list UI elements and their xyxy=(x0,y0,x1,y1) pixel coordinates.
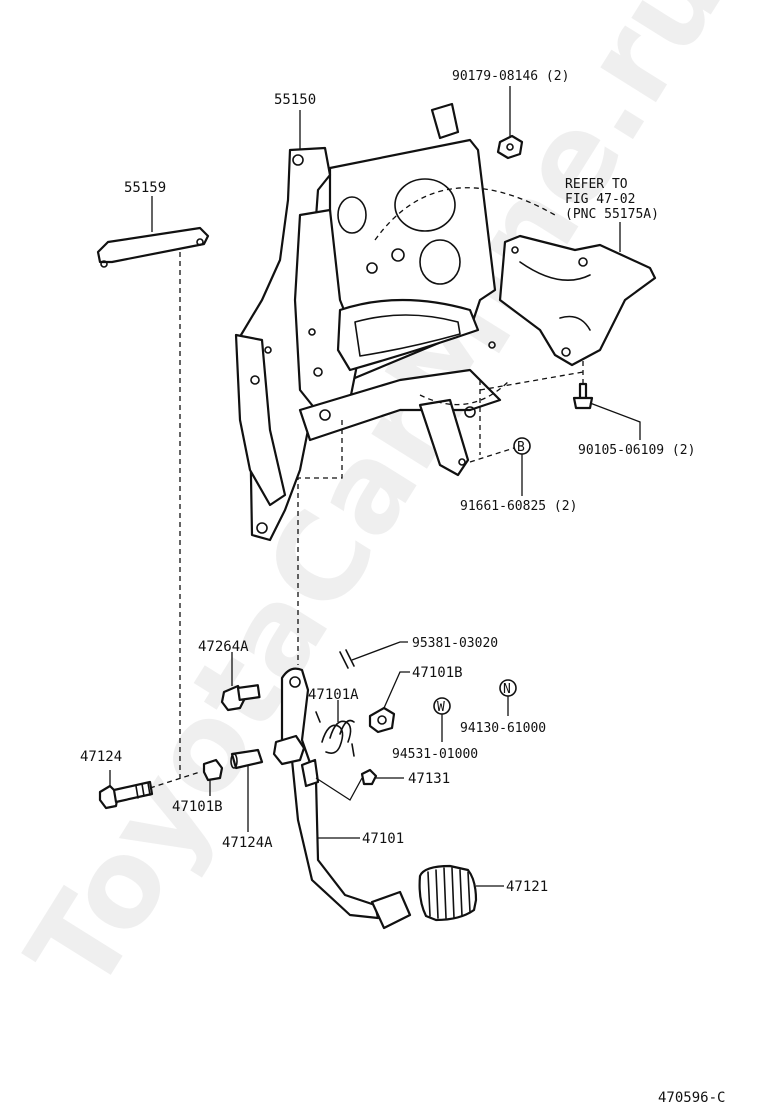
label-47101a: 47101A xyxy=(308,687,359,703)
collar-47124a xyxy=(230,748,264,770)
refer-line3: (PNC 55175A) xyxy=(565,207,659,222)
screw-47131 xyxy=(360,768,378,786)
brake-pedal-bracket xyxy=(234,102,502,542)
label-90179: 90179-08146 (2) xyxy=(452,69,569,84)
label-55159: 55159 xyxy=(124,180,166,196)
label-91661: 91661-60825 (2) xyxy=(460,499,577,514)
nut-90179 xyxy=(496,134,524,160)
bushing-47101b-upper xyxy=(368,706,396,734)
label-94531: 94531-01000 xyxy=(392,747,478,762)
label-90105: 90105-06109 (2) xyxy=(578,443,695,458)
symbol-b: B xyxy=(517,440,525,455)
reference-arc xyxy=(374,187,556,241)
label-47121: 47121 xyxy=(506,879,548,895)
label-47101: 47101 xyxy=(362,831,404,847)
label-47101b-bottom: 47101B xyxy=(172,799,223,815)
symbol-n: N xyxy=(503,682,511,697)
pedal-pad-47121 xyxy=(418,864,478,922)
symbol-w: W xyxy=(437,700,445,715)
label-47101b-top: 47101B xyxy=(412,665,463,681)
label-55150: 55150 xyxy=(274,92,316,108)
return-spring-47101a xyxy=(315,711,355,757)
label-47131: 47131 xyxy=(408,771,450,787)
watermark-text: ToyotaCarMine.ru xyxy=(2,0,752,1015)
label-94130: 94130-61000 xyxy=(460,721,546,736)
pivot-bolt-47264a xyxy=(220,684,261,712)
reference-arc-lower xyxy=(419,379,511,406)
brake-pedal-lever xyxy=(272,667,412,930)
clip-pin-95381 xyxy=(339,649,355,669)
figure-id: 470596-C xyxy=(658,1090,725,1106)
bushing-47101b-lower xyxy=(202,758,224,782)
pedal-support-bracket xyxy=(498,234,657,367)
label-47124a: 47124A xyxy=(222,835,273,851)
label-47264a: 47264A xyxy=(198,639,249,655)
pedal-stopper-pad xyxy=(96,226,210,268)
label-47124: 47124 xyxy=(80,749,122,765)
bolt-90105 xyxy=(572,382,594,410)
label-95381: 95381-03020 xyxy=(412,636,498,651)
refer-line2: FIG 47-02 xyxy=(565,192,635,207)
refer-line1: REFER TO xyxy=(565,177,628,192)
